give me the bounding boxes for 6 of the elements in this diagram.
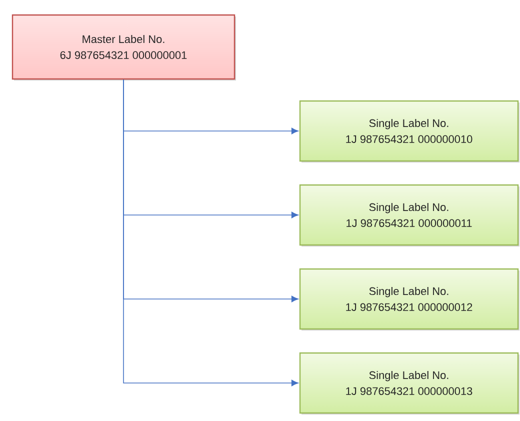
arrow bbox=[123, 79, 298, 386]
master-label-box: Master Label No. 6J 987654321 000000001 bbox=[12, 14, 236, 80]
single-label-box: Single Label No. 1J 987654321 000000011 bbox=[299, 184, 520, 246]
single-label-box: Single Label No. 1J 987654321 000000012 bbox=[299, 268, 520, 330]
single-label-box: Single Label No. 1J 987654321 000000010 bbox=[299, 100, 520, 162]
single-label-box: Single Label No. 1J 987654321 000000013 bbox=[299, 352, 520, 414]
